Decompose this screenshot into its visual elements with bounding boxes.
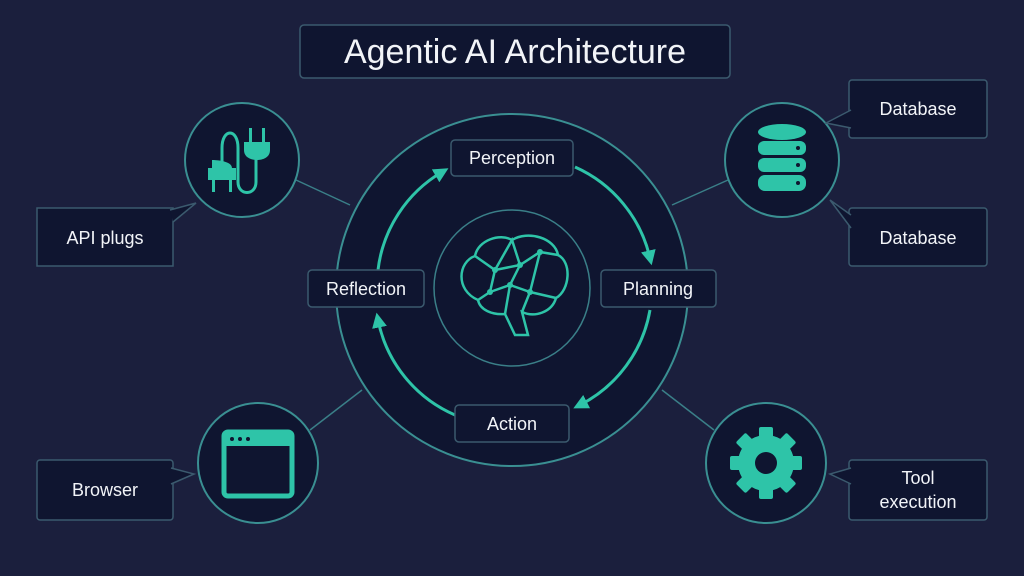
tool-api-plugs-label: API plugs (66, 228, 143, 248)
node-action-label: Action (487, 414, 537, 434)
node-action[interactable]: Action (454, 404, 570, 443)
node-planning-label: Planning (623, 279, 693, 299)
plug-icon (208, 128, 270, 194)
arrow-reflection-to-perception (376, 168, 449, 271)
tool-execution-label-line1: Tool (901, 468, 934, 488)
browser-window-icon (221, 429, 295, 499)
tool-browser-label: Browser (72, 480, 138, 500)
inner-core-circle (433, 209, 591, 367)
arrow-planning-to-action (573, 309, 652, 409)
tool-api-plugs[interactable]: API plugs (36, 102, 300, 267)
tool-database-label: Database (879, 99, 956, 119)
node-planning[interactable]: Planning (600, 269, 717, 308)
tool-execution-label-line2: execution (879, 492, 956, 512)
connector-lines (295, 179, 729, 431)
gear-icon (730, 427, 802, 499)
cycle-arrows (372, 165, 656, 417)
tool-database[interactable]: Database Database (724, 79, 988, 267)
database-icon (758, 124, 806, 191)
brain-network-icon (460, 234, 569, 337)
tool-browser[interactable]: Browser (36, 402, 319, 524)
node-reflection-label: Reflection (326, 279, 406, 299)
node-reflection[interactable]: Reflection (307, 269, 425, 308)
tool-database-2-label: Database (879, 228, 956, 248)
title-box: Agentic AI Architecture (299, 24, 731, 79)
tool-execution[interactable]: Tool execution (705, 402, 988, 524)
arrow-action-to-reflection (372, 312, 456, 417)
arrow-perception-to-planning (574, 165, 656, 266)
node-perception[interactable]: Perception (450, 139, 574, 177)
page-title: Agentic AI Architecture (344, 33, 686, 71)
node-perception-label: Perception (469, 148, 555, 168)
